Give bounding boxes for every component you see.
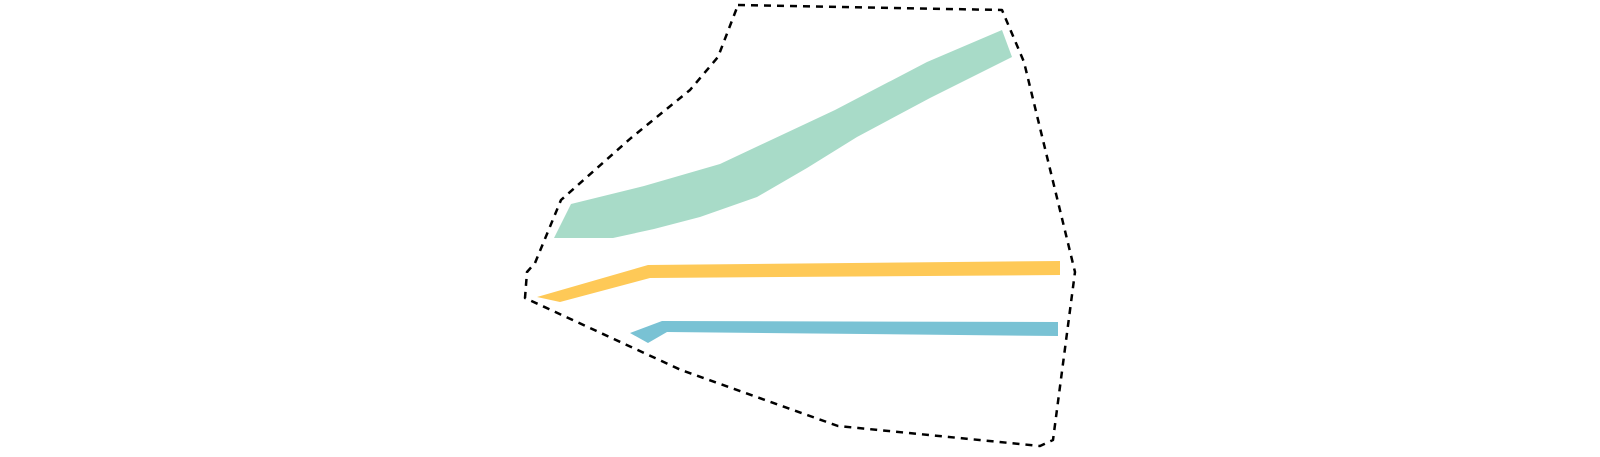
dashed-boundary xyxy=(523,3,1077,448)
yellow-band xyxy=(537,261,1060,302)
blue-band xyxy=(630,321,1058,343)
green-band xyxy=(554,30,1012,238)
